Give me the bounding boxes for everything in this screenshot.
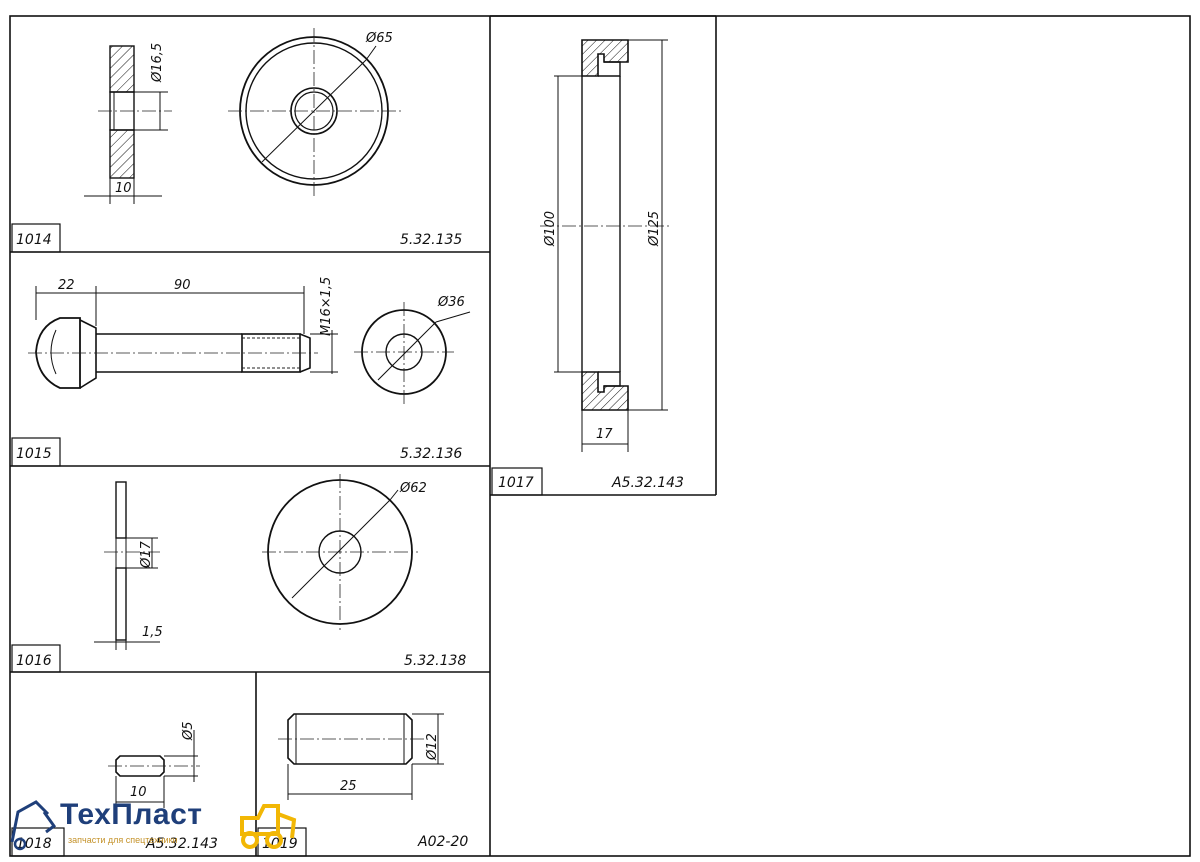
part-1017-designation: А5.32.143 xyxy=(611,475,684,491)
part-1019-designation: А02-20 xyxy=(417,834,468,850)
part-1017-dim-inner: Ø100 xyxy=(543,211,558,247)
part-1018-dim-diameter: Ø5 xyxy=(181,721,196,741)
part-1019-side-view xyxy=(278,713,444,800)
logo-name: ТехПласт xyxy=(60,798,203,831)
part-1017-dim-height: 17 xyxy=(596,427,613,442)
part-1015-dim-head: 22 xyxy=(58,278,75,293)
part-1018: Ø5 10 1018 А5.32.143 xyxy=(16,721,218,852)
part-1014-section-view xyxy=(84,45,172,204)
part-1015-end-view xyxy=(354,302,471,404)
part-1018-side-view xyxy=(108,730,200,808)
part-1019-dim-length: 25 xyxy=(340,779,357,794)
part-1017: Ø100 Ø125 17 1017 А5.32.143 xyxy=(498,39,684,491)
part-1017-dim-outer: Ø125 xyxy=(647,211,662,247)
part-1019: Ø12 25 1019 А02-20 xyxy=(262,713,468,852)
techplast-logo: ТехПласт запчасти для спецтехники xyxy=(8,790,308,860)
part-1014-dim-bore: Ø16,5 xyxy=(150,43,165,83)
part-1017-section-view xyxy=(540,39,672,452)
part-1019-dim-diameter: Ø12 xyxy=(425,733,440,761)
part-1015-designation: 5.32.136 xyxy=(400,446,462,462)
part-1014-number: 1014 xyxy=(16,232,52,248)
part-1016-front-view xyxy=(262,474,418,630)
loader-icon xyxy=(240,804,297,849)
part-1015-side-view xyxy=(28,286,338,389)
part-1016-side-view xyxy=(94,481,160,650)
logo-tagline: запчасти для спецтехники xyxy=(68,835,178,845)
part-1015-number: 1015 xyxy=(16,446,52,462)
part-1014: Ø16,5 Ø65 10 1014 5.32.135 xyxy=(16,28,462,248)
part-1015-dim-length: 90 xyxy=(174,278,191,293)
part-1015-dim-diameter: Ø36 xyxy=(437,295,465,310)
part-1018-number: 1018 xyxy=(16,836,52,852)
part-1018-designation: А5.32.143 xyxy=(145,836,218,852)
part-1014-front-view xyxy=(228,28,402,196)
part-1016-dim-outer: Ø62 xyxy=(399,481,427,496)
part-1015-dim-thread: M16×1,5 xyxy=(319,277,334,336)
part-1014-dim-width: 10 xyxy=(115,181,132,196)
part-1014-dim-outer: Ø65 xyxy=(365,31,393,46)
label-boxes xyxy=(11,223,543,857)
part-1016-designation: 5.32.138 xyxy=(404,653,466,669)
excavator-icon xyxy=(10,800,57,851)
part-1015: 22 90 M16×1,5 Ø36 1015 5.32.136 xyxy=(16,277,471,462)
part-1014-designation: 5.32.135 xyxy=(400,232,462,248)
part-1016-dim-thickness: 1,5 xyxy=(142,625,163,640)
part-1017-number: 1017 xyxy=(498,475,534,491)
part-1016-number: 1016 xyxy=(16,653,52,669)
part-1018-dim-length: 10 xyxy=(130,785,147,800)
part-1016: Ø17 Ø62 1,5 1016 5.32.138 xyxy=(16,474,466,669)
part-1016-dim-bore: Ø17 xyxy=(139,540,154,569)
